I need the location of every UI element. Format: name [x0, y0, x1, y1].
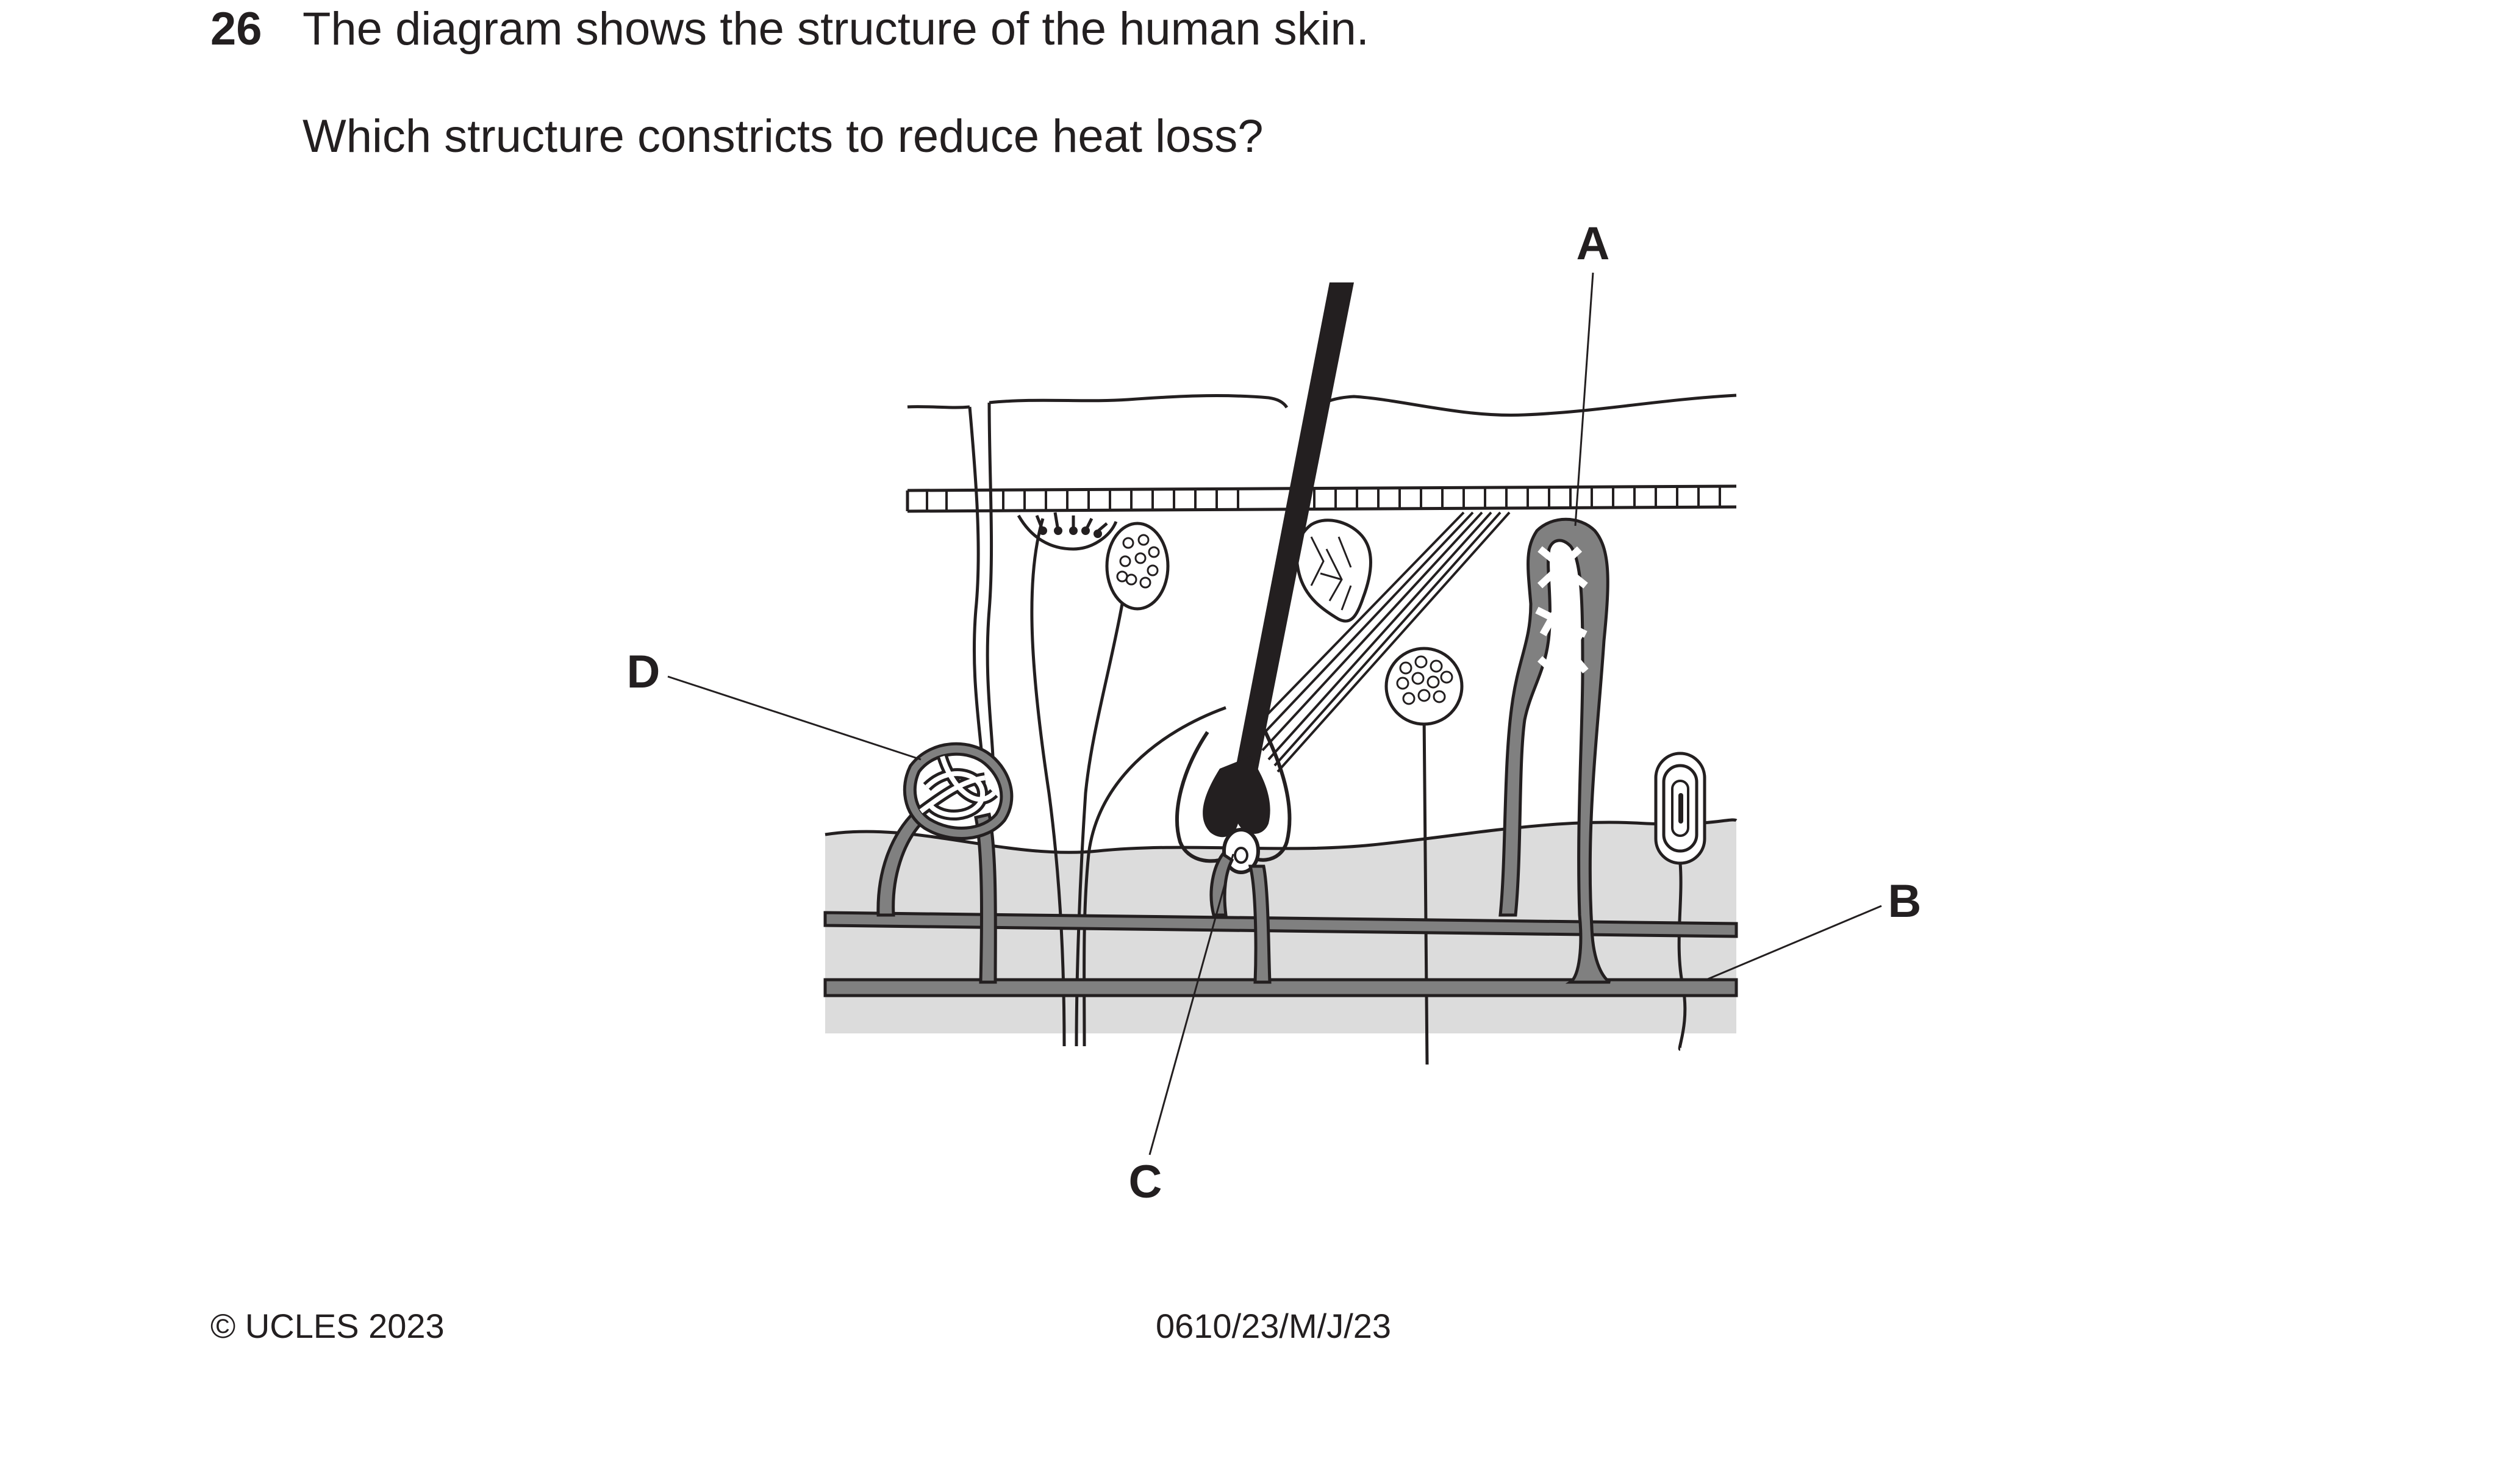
question-number: 26	[210, 3, 262, 55]
epidermis-basal-layer	[906, 484, 1737, 513]
label-d: D	[627, 646, 660, 698]
blood-vessel-lower	[823, 978, 1738, 997]
question-prompt: Which structure constricts to reduce hea…	[302, 110, 1264, 162]
leader-line-b	[1707, 905, 1882, 980]
sweat-gland	[903, 742, 1014, 840]
free-nerve-endings	[1017, 512, 1118, 551]
nerve-fibre-1	[1030, 518, 1066, 1047]
leader-line-d	[667, 675, 922, 761]
sebaceous-gland	[1295, 519, 1372, 623]
skin-surface	[907, 393, 1737, 417]
touch-receptor	[1105, 522, 1170, 611]
receptor-nerve	[1422, 713, 1429, 1065]
label-b: B	[1888, 875, 1922, 927]
blood-vessel-upper	[823, 911, 1738, 938]
leader-line-a	[1574, 272, 1594, 526]
label-c: C	[1129, 1156, 1162, 1208]
question-text: The diagram shows the structure of the h…	[302, 3, 1369, 55]
erector-muscle	[1249, 511, 1511, 773]
hair-shaft	[1232, 282, 1354, 793]
label-a: A	[1577, 218, 1610, 270]
paper-code: 0610/23/M/J/23	[1156, 1307, 1392, 1345]
leader-line-c	[1148, 853, 1234, 1155]
sweat-duct	[968, 402, 995, 757]
copyright-notice: © UCLES 2023	[210, 1307, 445, 1345]
follicle-capillary	[1209, 852, 1272, 984]
temperature-receptor	[1384, 647, 1464, 726]
